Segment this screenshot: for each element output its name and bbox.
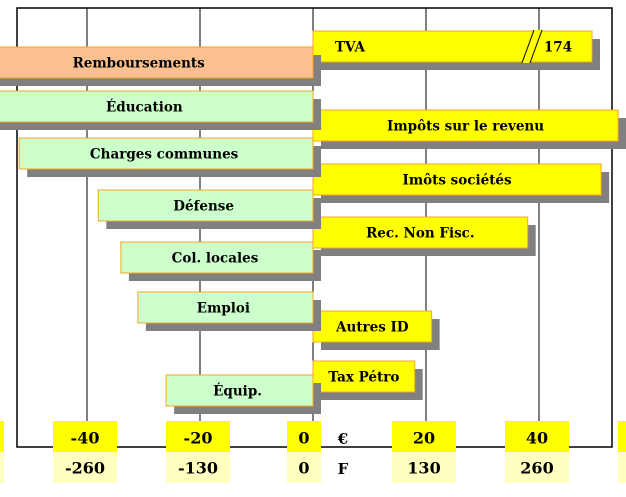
tick-box <box>618 421 626 454</box>
franc-tick: -260 <box>53 452 117 483</box>
tick-box <box>505 421 569 454</box>
tick-label: 0 <box>298 429 309 448</box>
bar <box>312 216 529 249</box>
axis-break <box>522 30 542 63</box>
tick-box <box>618 452 626 483</box>
bar <box>165 374 314 407</box>
axis-break-line <box>521 29 535 64</box>
revenue-bar-imots-societes: Imôts sociétés <box>312 163 610 203</box>
expense-bar-remboursements: Remboursements <box>0 46 321 86</box>
tick-box <box>505 452 569 483</box>
bar <box>137 291 314 324</box>
tick-label: -40 <box>71 429 100 448</box>
bar-label: Emploi <box>197 301 250 317</box>
bar-value-label: 174 <box>544 40 572 56</box>
bar-label: Imôts sociétés <box>403 173 513 189</box>
revenue-bar-autres-id: Autres ID <box>312 310 440 350</box>
tick-label: 20 <box>413 429 435 448</box>
revenue-bar-tax-petro: Tax Pétro <box>312 360 423 400</box>
tick-box <box>166 452 230 483</box>
expense-bar-equip: Équip. <box>165 374 321 414</box>
tick-box <box>392 452 456 483</box>
axis-break-line <box>529 29 543 64</box>
bar <box>0 90 314 123</box>
euro-unit-label: € <box>337 430 348 448</box>
euro-tick: 20 <box>392 421 456 454</box>
tick-label: 40 <box>526 429 548 448</box>
franc-tick: 390 <box>618 452 626 483</box>
bar <box>0 46 314 79</box>
franc-tick: -390 <box>0 452 4 483</box>
x-axis: -60 -40 -20 0 20 40 60 -390 -260 -130 0 130 260 390 € F <box>0 421 626 483</box>
franc-unit-label: F <box>338 460 349 478</box>
bar <box>312 360 416 393</box>
euro-tick: 0 <box>287 421 321 454</box>
bar <box>18 137 314 170</box>
euro-tick: 60 <box>618 421 626 454</box>
euro-tick: -20 <box>166 421 230 454</box>
tick-box <box>0 421 4 454</box>
expense-bar-emploi: Emploi <box>137 291 321 331</box>
tick-box <box>287 421 321 454</box>
bar <box>97 189 314 222</box>
bar-label: Rec. Non Fisc. <box>366 226 475 242</box>
bar <box>312 310 433 343</box>
tick-label: 0 <box>298 459 309 478</box>
tick-box <box>53 452 117 483</box>
expense-bar-col-locales: Col. locales <box>120 241 321 281</box>
bar-label: Charges communes <box>90 147 239 163</box>
tick-label: -20 <box>184 429 213 448</box>
euro-tick: -60 <box>0 421 4 454</box>
expense-bar-charges-communes: Charges communes <box>18 137 321 177</box>
euro-tick: -40 <box>53 421 117 454</box>
expense-bar-defense: Défense <box>97 189 321 229</box>
franc-tick: 130 <box>392 452 456 483</box>
euro-tick: 40 <box>505 421 569 454</box>
bar <box>312 163 602 196</box>
expense-bar-education: Éducation <box>0 90 322 130</box>
bar <box>120 241 314 274</box>
revenue-bar-tva: TVA 174 <box>312 29 600 70</box>
bar-label: Tax Pétro <box>328 370 399 386</box>
bar-label: Défense <box>173 199 234 215</box>
bar-label: Col. locales <box>172 251 259 267</box>
tick-box <box>166 421 230 454</box>
bar-label: Autres ID <box>335 320 409 336</box>
franc-tick: 0 <box>287 452 321 483</box>
franc-tick: 260 <box>505 452 569 483</box>
bar-label: Éducation <box>106 100 183 116</box>
revenue-bar-rec-non-fisc: Rec. Non Fisc. <box>312 216 536 256</box>
tick-label: 260 <box>520 459 553 478</box>
tick-box <box>53 421 117 454</box>
tick-box <box>287 452 321 483</box>
bar-label: Impôts sur le revenu <box>387 119 544 135</box>
bar-label: Équip. <box>213 384 262 400</box>
bar-label: TVA <box>335 40 365 56</box>
tick-box <box>392 421 456 454</box>
tick-label: -260 <box>65 459 105 478</box>
revenue-bar-impots-sur-le-revenu: Impôts sur le revenu <box>312 109 626 149</box>
bar-label: Remboursements <box>73 56 206 72</box>
tick-label: -130 <box>178 459 218 478</box>
tick-box <box>0 452 4 483</box>
tick-label: 130 <box>407 459 440 478</box>
franc-tick: -130 <box>166 452 230 483</box>
